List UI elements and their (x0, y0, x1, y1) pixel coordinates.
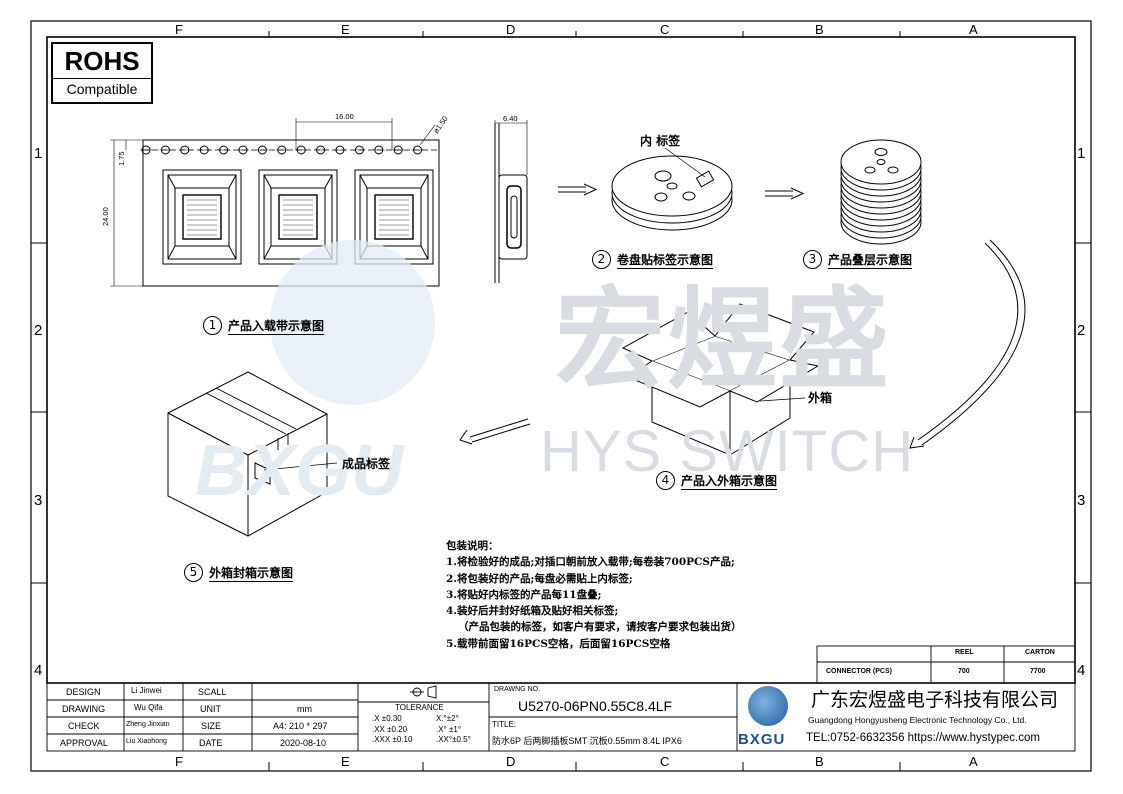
step5-text: 外箱封箱示意图 (209, 566, 294, 582)
tb-name-approval: Liu Xiaohong (126, 738, 167, 745)
caption-step2: 2 卷盘贴标签示意图 (592, 250, 714, 269)
tb-role-check: CHECK (68, 721, 100, 731)
caption-step4: 4 产品入外箱示意图 (656, 471, 778, 490)
zone-top-e: E (341, 22, 350, 37)
qty-reel-value: 700 (958, 668, 970, 675)
zone-left-4: 4 (34, 662, 43, 679)
drawing-title: 防水6P 后两脚插板SMT 沉板0.55mm 8.4L IPX6 (492, 736, 682, 746)
tolerance-linear: .X ±0.30 .XX ±0.20 .XXX ±0.10 (372, 714, 413, 744)
zone-left-1: 1 (34, 145, 43, 162)
tape-pocket (162, 169, 242, 265)
note-line: 2.将包装好的产品;每盘必需贴上内标签; (446, 572, 633, 585)
dim-hole: ø1.50 (431, 114, 449, 135)
zone-top-d: D (506, 22, 516, 37)
step3-number: 3 (803, 250, 822, 269)
zone-right-4: 4 (1077, 662, 1086, 679)
zone-top-f: F (175, 22, 183, 37)
company-name-cn: 广东宏煜盛电子科技有限公司 (811, 689, 1059, 711)
caption-step5: 5 外箱封箱示意图 (184, 563, 294, 582)
zone-bottom-f: F (175, 754, 183, 769)
tb-name-design: Li Jinwei (131, 686, 162, 695)
note-line: （产品包装的标签，如客户有要求，请按客户要求包装出货） (458, 621, 742, 634)
zone-right-1: 1 (1077, 145, 1086, 162)
zone-bottom-d: D (506, 754, 516, 769)
zone-right-3: 3 (1077, 492, 1086, 509)
tb-field-size: SIZE (201, 721, 222, 731)
tolerance-angular: X.°±2° .X° ±1° .XX°±0.5° (436, 714, 471, 744)
zone-right-2: 2 (1077, 322, 1086, 339)
step5-number: 5 (184, 563, 203, 582)
tape-pocket (354, 169, 434, 265)
dim-offset: 1.75 (117, 151, 126, 166)
step1-text: 产品入载带示意图 (228, 319, 325, 335)
qty-header-carton: CARTON (1025, 649, 1055, 656)
title-block-grid (46, 682, 1076, 752)
open-carton-drawing (621, 303, 820, 456)
company-logo-icon (748, 686, 788, 726)
note-line: 5.载带前面留16PCS空格，后面留16PCS空格 (446, 637, 671, 650)
step3-text: 产品叠层示意图 (828, 253, 913, 269)
drawing-number: U5270-06PN0.55C8.4LF (518, 698, 673, 714)
projection-symbol (410, 685, 437, 699)
note-line: 3.将贴好内标签的产品每11盘叠; (446, 588, 602, 601)
zone-left-3: 3 (34, 492, 43, 509)
note-line: 1.将检验好的成品;对插口朝前放入载带;每卷装700PCS产品; (446, 556, 735, 569)
tb-name-drawing: Wu Qifa (134, 703, 163, 712)
drawing-no-label: DRAWNG NO. (494, 686, 541, 693)
step2-text: 卷盘贴标签示意图 (617, 253, 714, 269)
company-name-en: Guangdong Hongyusheng Electronic Technol… (808, 715, 1027, 725)
tb-value-size: A4: 210 * 297 (273, 721, 328, 731)
packing-notes: 包装说明： 1.将检验好的成品;对插口朝前放入载带;每卷装700PCS产品; 2… (446, 538, 742, 652)
tb-field-scall: SCALL (198, 687, 227, 697)
carton-callout: 外箱 (808, 391, 833, 405)
dim-pitch: 16.00 (335, 112, 354, 121)
zone-top-c: C (660, 22, 670, 37)
title-label: TITLE: (492, 720, 517, 729)
caption-step1: 1 产品入载带示意图 (203, 316, 325, 335)
qty-header-reel: REEL (955, 649, 974, 656)
step1-number: 1 (203, 316, 222, 335)
tb-field-unit: UNIT (200, 704, 221, 714)
qty-carton-value: 7700 (1030, 668, 1046, 675)
zone-left-2: 2 (34, 322, 43, 339)
tb-field-date: DATE (199, 738, 223, 748)
carrier-tape-drawing (110, 118, 440, 287)
zone-bottom-b: B (815, 754, 824, 769)
tolerance-label: TOLERANCE (395, 703, 444, 712)
tb-value-date: 2020-08-10 (280, 738, 327, 748)
step2-number: 2 (592, 250, 611, 269)
tb-name-check: Zheng Jinxian (126, 721, 170, 728)
tb-role-approval: APPROVAL (60, 738, 108, 748)
tape-pocket (258, 169, 338, 265)
tape-side-view (494, 120, 528, 283)
tb-role-drawing: DRAWING (62, 704, 106, 714)
company-contact: TEL:0752-6632356 https://www.hystypec.co… (806, 732, 1040, 744)
rohs-title: ROHS (64, 46, 140, 76)
qty-row-label: CONNECTOR (PCS) (826, 668, 892, 675)
zone-bottom-a: A (969, 754, 978, 769)
reel-drawing (611, 147, 733, 231)
reel-stack-drawing (840, 139, 922, 245)
dim-width: 24.00 (101, 207, 110, 226)
zone-top-b: B (815, 22, 824, 37)
rohs-subtitle: Compatible (53, 78, 151, 99)
step4-text: 产品入外箱示意图 (681, 474, 778, 490)
rohs-badge: ROHS Compatible (51, 42, 153, 104)
notes-heading: 包装说明： (446, 540, 499, 552)
product-label-callout: 成品标签 (342, 457, 391, 471)
zone-bottom-c: C (660, 754, 670, 769)
step4-number: 4 (656, 471, 675, 490)
sealed-carton-drawing (167, 371, 338, 537)
company-logo-text: BXGU (738, 731, 786, 748)
dim-thickness: 6.40 (503, 114, 518, 123)
note-line: 4.装好后并封好纸箱及贴好相关标签; (446, 605, 619, 618)
tb-value-unit: mm (297, 704, 312, 714)
inner-label-callout: 内 标签 (640, 134, 681, 148)
zone-bottom-e: E (341, 754, 350, 769)
tb-role-design: DESIGN (66, 687, 101, 697)
zone-top-a: A (969, 22, 978, 37)
caption-step3: 3 产品叠层示意图 (803, 250, 913, 269)
